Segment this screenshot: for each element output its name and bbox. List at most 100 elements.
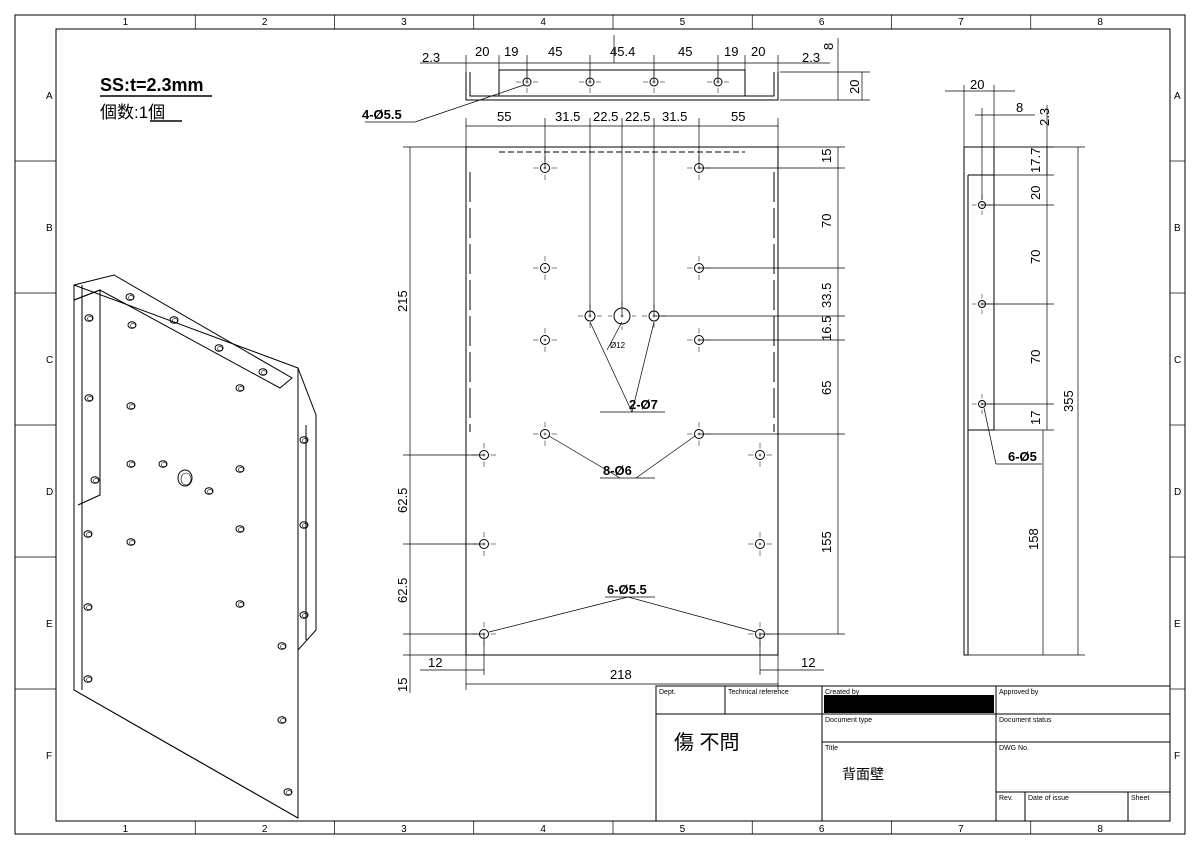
iso-hole [84,394,94,402]
iso-hole [235,600,245,608]
side-dims [945,85,1085,656]
front-left-dim-1: 215 [395,290,410,312]
side-dim-v2: 20 [1028,186,1043,200]
zone-col-4: 4 [540,17,546,28]
side-dim-total: 355 [1061,390,1076,412]
iso-hole [299,611,309,619]
hole-mark [533,422,557,446]
zone-col-1: 1 [123,824,129,835]
hole-mark [748,443,772,467]
top-dim-11: 20 [847,80,862,94]
side-dim-top-8: 8 [1016,100,1023,115]
iso-hole [126,402,136,410]
zone-col-6: 6 [819,17,825,28]
iso-hole [277,642,287,650]
zone-row-D: D [46,487,53,498]
front-top-dim-2: 31.5 [555,109,580,124]
callout-two-holes: 2-Ø7 [629,397,658,412]
top-dim-5: 45.4 [610,44,635,59]
hole-mark [533,256,557,280]
callout-leaders [365,84,1042,633]
front-top-dim-3: 22.5 [593,109,618,124]
iso-hole [299,436,309,444]
hole-mark [533,328,557,352]
top-dim-6: 45 [678,44,692,59]
zone-col-5: 5 [680,824,686,835]
front-bottom-dim-right: 12 [801,655,815,670]
zone-col-7: 7 [958,824,964,835]
front-right-dims [654,146,845,635]
zone-col-4: 4 [540,824,546,835]
front-bottom-dim-left: 12 [428,655,442,670]
top-dim-7: 19 [724,44,738,59]
inner-frame [55,28,1171,822]
front-right-dim-1: 15 [819,149,834,163]
top-view-dims [420,35,870,101]
iso-hole [169,316,179,324]
iso-hole [235,384,245,392]
zone-col-1: 1 [123,17,129,28]
iso-hole [83,675,93,683]
zone-col-3: 3 [401,824,407,835]
front-right-dim-3: 33.5 [819,283,834,308]
tb-stamp-text: 傷 不問 [674,731,740,754]
zone-row-A: A [46,91,53,102]
side-dim-v1: 17.7 [1028,148,1043,173]
top-dim-8: 20 [751,44,765,59]
iso-hole [125,293,135,301]
top-view-outline [465,72,779,101]
zone-row-F: F [1174,751,1180,762]
tb-rev-label: Rev. [999,795,1013,802]
callout-six-bottom: 6-Ø5.5 [607,582,647,597]
tb-approved-label: Approved by [999,689,1039,696]
side-dim-v4: 70 [1028,350,1043,364]
outer-frame [14,14,1186,835]
top-view [465,69,779,101]
front-top-dim-1: 55 [497,109,511,124]
zone-col-8: 8 [1097,17,1103,28]
front-right-dim-6: 155 [819,531,834,553]
front-bottom-dim-width: 218 [610,667,632,682]
front-right-dim-5: 65 [819,381,834,395]
zone-row-B: B [1174,223,1181,234]
qty-label: 個数:1個 [100,103,165,122]
tb-created-label: Created by [825,689,860,696]
zone-col-8: 8 [1097,824,1103,835]
iso-hole [83,603,93,611]
iso-hole [90,476,100,484]
callout-side-holes: 6-Ø5 [1008,449,1037,464]
iso-hole [235,525,245,533]
iso-hole [127,321,137,329]
tb-sheet-label: Sheet [1131,795,1149,802]
side-view [963,146,995,656]
zone-row-C: C [1174,355,1181,366]
title-block [655,685,1171,822]
iso-hole [283,788,293,796]
iso-hole [84,314,94,322]
top-dim-2: 20 [475,44,489,59]
zone-row-E: E [46,619,53,630]
zone-row-C: C [46,355,53,366]
zone-col-3: 3 [401,17,407,28]
iso-hole [258,368,268,376]
side-dim-v3: 70 [1028,250,1043,264]
zone-col-6: 6 [819,824,825,835]
tb-title-label: Title [825,745,838,752]
tb-doctype-label: Document type [825,717,872,724]
top-view-web [498,69,746,97]
iso-hole [235,465,245,473]
front-left-dim-3: 62.5 [395,578,410,603]
side-dim-v6: 158 [1026,528,1041,550]
callout-center-small: Ø12 [610,341,626,350]
front-top-dim-5: 31.5 [662,109,687,124]
iso-left-flange [73,289,101,506]
top-dim-10: 8 [821,43,836,50]
zone-col-7: 7 [958,17,964,28]
top-view-inner [469,72,775,97]
zone-col-5: 5 [680,17,686,28]
front-right-dim-2: 70 [819,214,834,228]
iso-hole [126,460,136,468]
front-top-dim-6: 55 [731,109,745,124]
iso-hole [126,538,136,546]
